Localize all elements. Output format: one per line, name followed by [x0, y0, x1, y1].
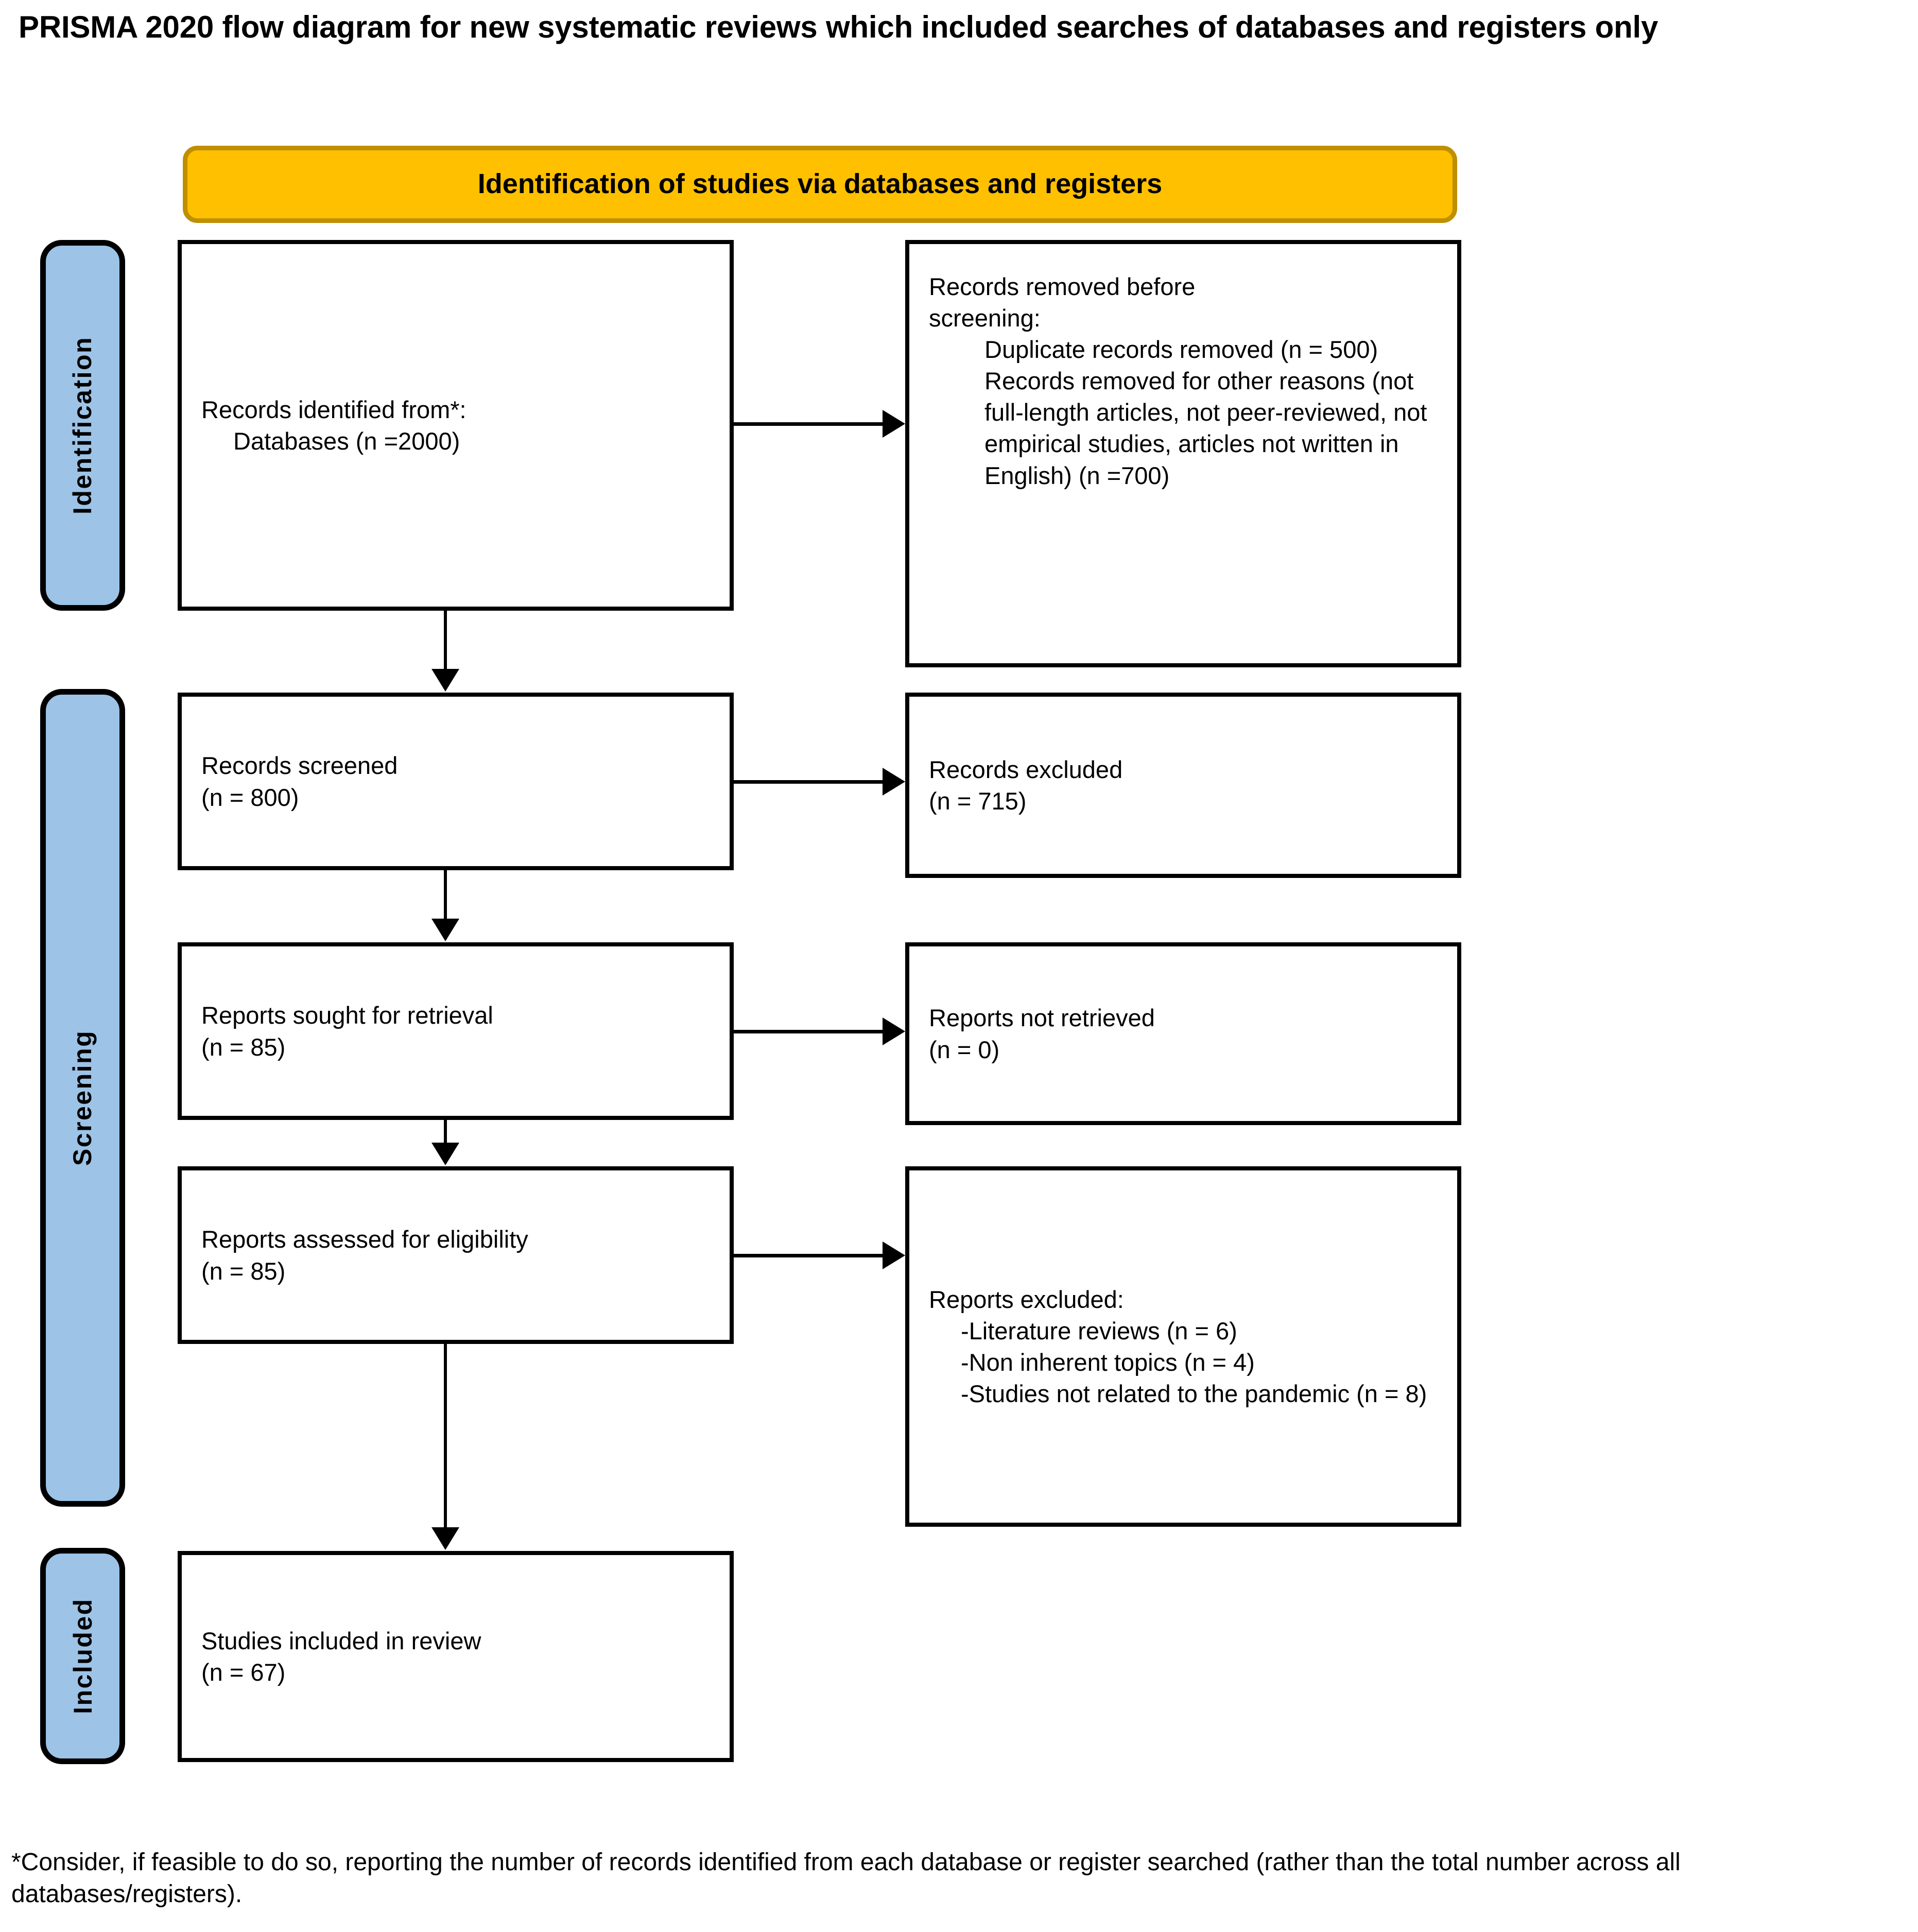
phase-tab-screening-label: Screening: [68, 1029, 97, 1166]
arrow-shaft: [444, 1120, 447, 1144]
phase-tab-identification-label: Identification: [68, 336, 97, 515]
arrow-shaft: [444, 870, 447, 920]
reports-not-retrieved-label: Reports not retrieved: [929, 1004, 1155, 1032]
box-reports-excluded: Reports excluded: -Literature reviews (n…: [905, 1166, 1461, 1527]
arrow-shaft: [444, 1344, 447, 1528]
box-records-removed: Records removed before screening: Duplic…: [905, 240, 1461, 667]
arrow-head-down-icon: [431, 1527, 459, 1550]
arrow-right-sought-to-not-retrieved: [734, 1017, 905, 1046]
records-screened-label: Records screened: [201, 752, 398, 780]
phase-tab-included: Included: [40, 1548, 125, 1764]
reports-sought-label: Reports sought for retrieval: [201, 1002, 493, 1029]
arrow-right-identified-to-removed: [734, 409, 905, 438]
records-screened-count: (n = 800): [201, 783, 299, 811]
identification-banner-label: Identification of studies via databases …: [477, 168, 1163, 200]
arrow-shaft: [734, 422, 884, 426]
records-removed-heading-colon: :: [1033, 304, 1041, 332]
records-removed-item-2: Records removed for other reasons (not f…: [984, 367, 1427, 489]
arrow-down-sought-to-assessed: [430, 1120, 461, 1166]
arrow-head-right-icon: [883, 768, 905, 796]
records-removed-heading-2: screening:: [929, 302, 1438, 334]
records-removed-heading-italic-screening: screening: [929, 304, 1034, 332]
arrow-down-identified-to-screened: [430, 611, 461, 693]
page-title: PRISMA 2020 flow diagram for new systema…: [19, 10, 1658, 44]
arrow-shaft: [734, 1030, 884, 1033]
box-records-identified: Records identified from*: Databases (n =…: [178, 240, 734, 611]
records-excluded-label: Records excluded: [929, 755, 1123, 783]
reports-excluded-heading: Reports excluded:: [929, 1285, 1124, 1313]
box-reports-sought-for-retrieval: Reports sought for retrieval (n = 85): [178, 942, 734, 1120]
arrow-head-right-icon: [883, 1241, 905, 1269]
arrow-head-down-icon: [431, 669, 459, 692]
records-removed-heading-plain: Records removed: [929, 273, 1127, 300]
studies-included-count: (n = 67): [201, 1659, 286, 1686]
footnote: *Consider, if feasible to do so, reporti…: [11, 1849, 1681, 1908]
reports-excluded-reason-3: -Studies not related to the pandemic (n …: [961, 1380, 1427, 1408]
reports-not-retrieved-count: (n = 0): [929, 1036, 1000, 1063]
records-removed-item-1: Duplicate records removed (n = 500): [984, 336, 1378, 364]
reports-excluded-reason-2: -Non inherent topics (n = 4): [961, 1349, 1255, 1376]
records-removed-heading-italic-before: before: [1127, 273, 1196, 300]
records-removed-heading: Records removed before: [929, 271, 1438, 302]
box-reports-assessed-for-eligibility: Reports assessed for eligibility (n = 85…: [178, 1166, 734, 1344]
arrow-shaft: [734, 1254, 884, 1257]
arrow-shaft: [734, 780, 884, 784]
arrow-down-assessed-to-included: [430, 1344, 461, 1551]
records-excluded-count: (n = 715): [929, 787, 1027, 815]
arrow-head-down-icon: [431, 919, 459, 941]
phase-tab-screening: Screening: [40, 689, 125, 1507]
arrow-head-right-icon: [883, 1017, 905, 1045]
phase-tab-included-label: Included: [68, 1598, 97, 1714]
records-identified-line-1: Records identified from*:: [201, 395, 466, 423]
phase-tab-identification: Identification: [40, 240, 125, 611]
identification-banner: Identification of studies via databases …: [183, 146, 1457, 223]
box-studies-included-in-review: Studies included in review (n = 67): [178, 1551, 734, 1762]
box-records-excluded: Records excluded (n = 715): [905, 693, 1461, 878]
reports-excluded-reason-1: -Literature reviews (n = 6): [961, 1317, 1237, 1344]
box-reports-not-retrieved: Reports not retrieved (n = 0): [905, 942, 1461, 1125]
arrow-right-screened-to-excluded: [734, 767, 905, 796]
arrow-shaft: [444, 611, 447, 670]
records-identified-line-2: Databases (n =2000): [233, 427, 460, 455]
arrow-right-assessed-to-reports-excluded: [734, 1241, 905, 1270]
reports-assessed-label: Reports assessed for eligibility: [201, 1226, 528, 1253]
arrow-head-down-icon: [431, 1143, 459, 1165]
box-records-screened: Records screened (n = 800): [178, 693, 734, 870]
arrow-head-right-icon: [883, 410, 905, 438]
arrow-down-screened-to-sought: [430, 870, 461, 942]
reports-sought-count: (n = 85): [201, 1033, 286, 1061]
studies-included-label: Studies included in review: [201, 1627, 481, 1654]
reports-assessed-count: (n = 85): [201, 1257, 286, 1285]
